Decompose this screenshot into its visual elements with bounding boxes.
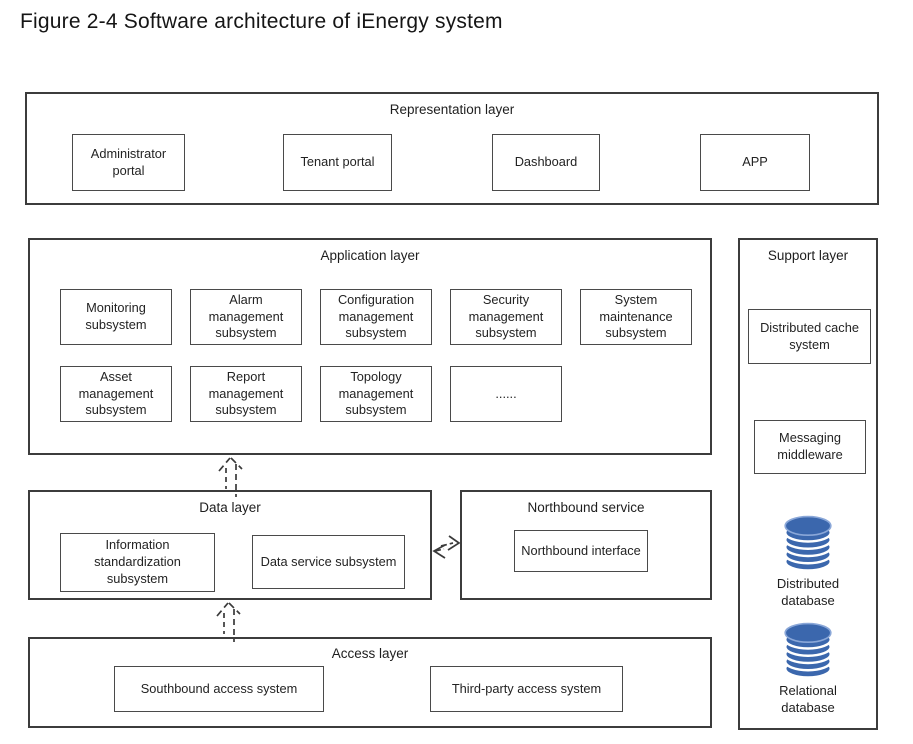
node-alarm-management-subsystem: Alarm management subsystem xyxy=(190,289,302,345)
node-report-management-subsystem: Report management subsystem xyxy=(190,366,302,422)
data-layer: Data layer Information standardization s… xyxy=(28,490,432,600)
node-system-maintenance-subsystem: System maintenance subsystem xyxy=(580,289,692,345)
node-southbound-access-system: Southbound access system xyxy=(114,666,324,712)
distributed-database-icon xyxy=(783,515,833,572)
distributed-database: Distributed database xyxy=(740,514,876,609)
node-northbound-interface: Northbound interface xyxy=(514,530,648,572)
node-messaging-middleware: Messaging middleware xyxy=(754,420,866,474)
relational-database: Relational database xyxy=(740,621,876,716)
access-layer: Access layer Southbound access system Th… xyxy=(28,637,712,728)
node-topology-management-subsystem: Topology management subsystem xyxy=(320,366,432,422)
northbound-service-panel: Northbound service Northbound interface xyxy=(460,490,712,600)
distributed-database-label: Distributed database xyxy=(776,576,840,609)
arrow-data-northbound xyxy=(432,535,461,559)
support-layer: Support layer Distributed cache system M… xyxy=(738,238,878,730)
relational-database-icon xyxy=(783,622,833,679)
node-asset-management-subsystem: Asset management subsystem xyxy=(60,366,172,422)
access-layer-title: Access layer xyxy=(331,646,409,661)
node-dashboard: Dashboard xyxy=(492,134,600,191)
representation-layer-title: Representation layer xyxy=(389,102,515,117)
node-tenant-portal: Tenant portal xyxy=(283,134,392,191)
relational-database-label: Relational database xyxy=(779,683,837,716)
node-ellipsis: ...... xyxy=(450,366,562,422)
node-information-standardization-subsystem: Information standardization subsystem xyxy=(60,533,215,592)
node-security-management-subsystem: Security management subsystem xyxy=(450,289,562,345)
node-monitoring-subsystem: Monitoring subsystem xyxy=(60,289,172,345)
node-distributed-cache-system: Distributed cache system xyxy=(748,309,871,364)
application-layer-title: Application layer xyxy=(320,248,420,263)
northbound-service-title: Northbound service xyxy=(527,500,645,515)
node-data-service-subsystem: Data service subsystem xyxy=(252,535,405,589)
node-app: APP xyxy=(700,134,810,191)
node-administrator-portal: Administrator portal xyxy=(72,134,185,191)
node-third-party-access-system: Third-party access system xyxy=(430,666,623,712)
representation-layer: Representation layer Administrator porta… xyxy=(25,92,879,205)
support-layer-title: Support layer xyxy=(767,248,849,263)
data-layer-title: Data layer xyxy=(199,500,261,515)
node-configuration-management-subsystem: Configuration management subsystem xyxy=(320,289,432,345)
application-layer: Application layer Monitoring subsystem A… xyxy=(28,238,712,455)
figure-title: Figure 2-4 Software architecture of iEne… xyxy=(20,10,503,33)
